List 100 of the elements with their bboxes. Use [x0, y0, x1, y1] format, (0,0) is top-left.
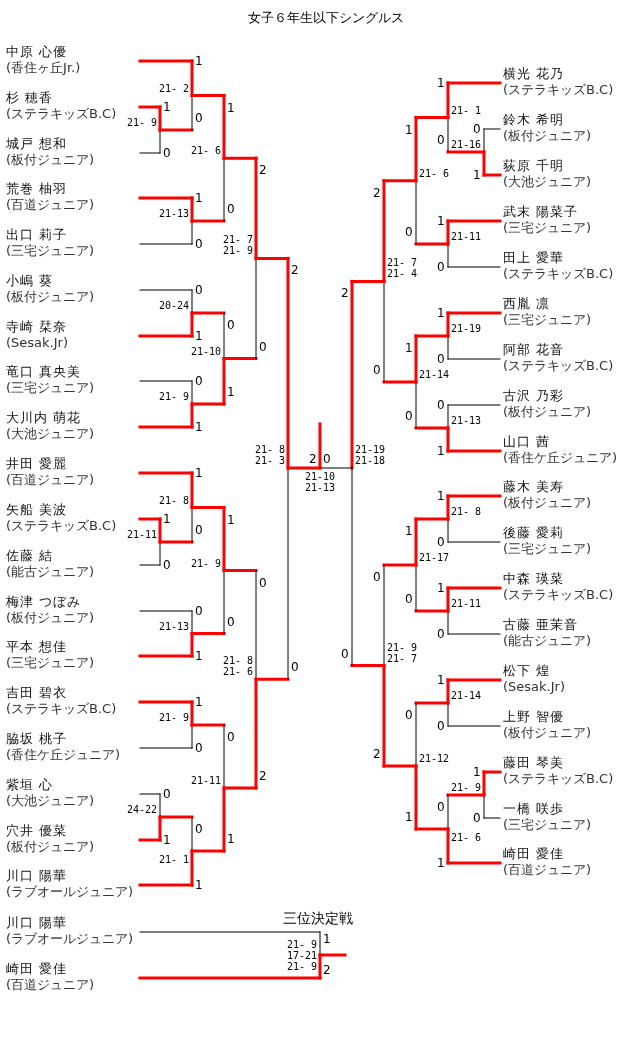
game-count: 0 [437, 260, 445, 274]
club-name: (ステラキッズB.C) [6, 701, 117, 717]
player-name: 大川内 萌花 [6, 410, 83, 426]
game-count: 0 [437, 627, 445, 641]
club-name: (大池ジュニア) [503, 174, 592, 190]
game-count: 0 [195, 604, 203, 618]
club-name: (板付ジュニア) [6, 839, 95, 855]
game-count: 1 [405, 524, 413, 538]
player-name: 阿部 花音 [503, 342, 566, 358]
club-name: (板付ジュニア) [503, 495, 592, 511]
club-name: (ステラキッズB.C) [503, 82, 614, 98]
player-name: 藤木 美寿 [503, 479, 566, 495]
game-count: 1 [195, 191, 203, 205]
game-count: 0 [405, 225, 413, 239]
game-score: 21- 9 [191, 557, 222, 569]
player-name: 梅津 つぼみ [6, 594, 83, 610]
game-count: 0 [437, 800, 445, 814]
game-count: 0 [195, 523, 203, 537]
game-score: 21-17 [419, 552, 450, 563]
game-count: 1 [195, 695, 203, 709]
game-count: 1 [473, 765, 481, 779]
game-count: 1 [195, 649, 203, 663]
game-count: 1 [437, 76, 445, 90]
game-score: 21-13 [451, 415, 482, 426]
game-count: 2 [323, 963, 331, 977]
game-score: 21-11 [451, 231, 482, 242]
game-score: 21- 6 [451, 832, 482, 843]
game-count: 1 [437, 214, 445, 228]
game-score: 21- 1 [159, 854, 190, 865]
game-count: 2 [291, 263, 299, 278]
game-score: 21- 2 [159, 82, 190, 94]
game-count: 1 [227, 100, 235, 115]
player-name: 矢船 美波 [6, 502, 69, 518]
player-name: 佐藤 結 [6, 548, 55, 564]
game-count: 0 [341, 646, 349, 661]
game-count: 0 [163, 146, 171, 160]
club-name: (百道ジュニア) [6, 197, 95, 213]
player-name: 荒巻 柚羽 [6, 181, 69, 197]
game-score: 21- 8 21- 6 [223, 655, 254, 678]
game-count: 0 [227, 730, 235, 744]
club-name: (板付ジュニア) [503, 404, 592, 420]
game-count: 0 [437, 398, 445, 412]
club-name: (三宅ジュニア) [503, 817, 592, 833]
player-name: 出口 莉子 [6, 227, 69, 243]
club-name: (百道ジュニア) [503, 862, 592, 878]
game-count: 0 [405, 708, 413, 722]
club-name: (香住ケ丘ジュニア) [503, 450, 618, 466]
club-name: (ラブオールジュニア) [6, 931, 134, 947]
game-score: 21-19 21-18 [355, 444, 386, 466]
game-count: 0 [259, 339, 267, 354]
game-score: 21-11 [451, 598, 482, 609]
player-name: 中森 瑛菜 [503, 571, 566, 587]
game-score: 21-11 [127, 529, 158, 540]
player-name: 寺崎 栞奈 [6, 319, 68, 335]
player-name: 城戸 想和 [6, 136, 69, 152]
game-count: 2 [373, 185, 381, 200]
club-name: (Sesak.Jr) [503, 679, 565, 695]
game-score: 21-13 [159, 620, 190, 632]
player-name: 山口 茜 [503, 434, 552, 450]
game-count: 0 [437, 133, 445, 147]
game-score: 21- 8 21- 3 [255, 444, 286, 466]
game-score: 21- 6 [419, 167, 450, 179]
player-name: 松下 煌 [503, 663, 552, 679]
club-name: (三宅ジュニア) [6, 380, 95, 396]
game-count: 0 [195, 741, 203, 755]
club-name: (能古ジュニア) [6, 564, 95, 580]
game-count: 2 [259, 163, 267, 178]
game-count: 2 [259, 769, 267, 783]
game-score: 21-16 [451, 139, 482, 150]
game-score: 21- 8 [159, 494, 190, 506]
player-name: 一橋 咲歩 [503, 801, 566, 817]
game-count: 0 [195, 822, 203, 836]
club-name: (三宅ジュニア) [6, 655, 95, 671]
player-name: 吉田 碧衣 [6, 685, 69, 701]
player-name: 川口 陽華 [6, 915, 69, 931]
game-count: 1 [195, 878, 203, 892]
player-name: 杉 穂香 [6, 90, 55, 106]
game-score: 21- 1 [451, 104, 482, 116]
game-count: 0 [437, 352, 445, 366]
game-score: 21- 9 [451, 782, 482, 793]
club-name: (板付ジュニア) [6, 610, 95, 626]
club-name: (ステラキッズB.C) [503, 266, 614, 282]
game-count: 0 [437, 535, 445, 549]
game-count: 0 [163, 558, 171, 572]
game-count: 0 [227, 318, 235, 332]
game-count: 0 [373, 363, 381, 377]
player-name: 古藤 亜茉音 [503, 617, 580, 633]
game-count: 0 [373, 570, 381, 584]
club-name: (大池ジュニア) [6, 426, 95, 442]
game-count: 1 [227, 832, 235, 846]
game-score: 21- 9 [159, 391, 190, 402]
player-name: 竜口 真央美 [6, 364, 83, 380]
player-name: 平本 想佳 [6, 639, 69, 655]
player-name: 古沢 乃彩 [503, 388, 566, 404]
game-count: 1 [437, 673, 445, 687]
player-name: 横光 花乃 [503, 66, 566, 82]
game-count: 0 [195, 237, 203, 251]
club-name: (板付ジュニア) [6, 289, 95, 305]
player-name: 田上 愛華 [503, 250, 566, 266]
player-name: 藤田 琴美 [503, 755, 566, 771]
